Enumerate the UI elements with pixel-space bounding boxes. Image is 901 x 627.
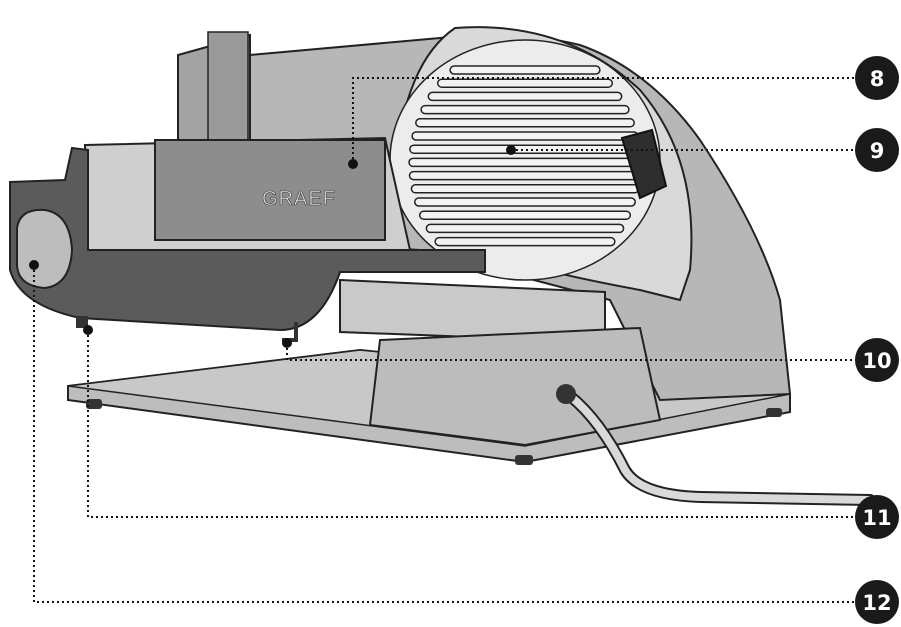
callout-badge-10 [855, 338, 899, 382]
pusher-block [154, 139, 386, 241]
blade-rib [414, 197, 636, 207]
callout-number-8: 8 [870, 67, 885, 91]
callout-badge-8 [855, 56, 899, 100]
blade-rib [420, 104, 630, 115]
callout-11: 11 [855, 495, 899, 539]
callout-number-9: 9 [870, 139, 885, 163]
cord-grommet [556, 384, 576, 404]
blade-rib [436, 78, 614, 88]
callout-badge-12 [855, 580, 899, 624]
foot-front-middle [515, 455, 533, 465]
blade-rib [408, 170, 642, 181]
blade-rib [449, 65, 601, 75]
blade-rib [427, 91, 623, 102]
leader-line-12 [33, 265, 858, 603]
motor-block [368, 326, 662, 447]
leader-line-8 [352, 77, 858, 164]
blade-rib [434, 236, 616, 247]
carriage-body [9, 146, 486, 332]
power-cord-inner [566, 392, 874, 504]
foot-back-right [766, 408, 782, 417]
blade-rib [411, 131, 639, 141]
carriage-foot-left [76, 316, 88, 328]
blade-rib [418, 210, 632, 220]
callout-badge-11 [855, 495, 899, 539]
leader-line-11 [87, 330, 858, 518]
callout-8: 8 [855, 56, 899, 100]
blade-rib [409, 144, 641, 154]
callout-10: 10 [855, 338, 899, 382]
blade-rib [415, 118, 635, 128]
callout-9: 9 [855, 128, 899, 172]
callout-number-11: 11 [862, 506, 891, 530]
callout-number-12: 12 [862, 591, 891, 615]
blade-rib [425, 223, 625, 234]
rotary-knob [16, 208, 74, 290]
callout-badge-9 [855, 128, 899, 172]
leader-lines [33, 77, 858, 603]
thickness-control-box [620, 128, 668, 200]
brand-logo: GRAEF [262, 188, 336, 210]
blade-ribs [408, 65, 642, 247]
callout-12: 12 [855, 580, 899, 624]
callout-number-10: 10 [862, 349, 891, 373]
blade-rib [410, 184, 640, 194]
blade-rib [408, 157, 642, 168]
foot-front-left [86, 399, 102, 409]
leader-line-10 [286, 343, 858, 361]
